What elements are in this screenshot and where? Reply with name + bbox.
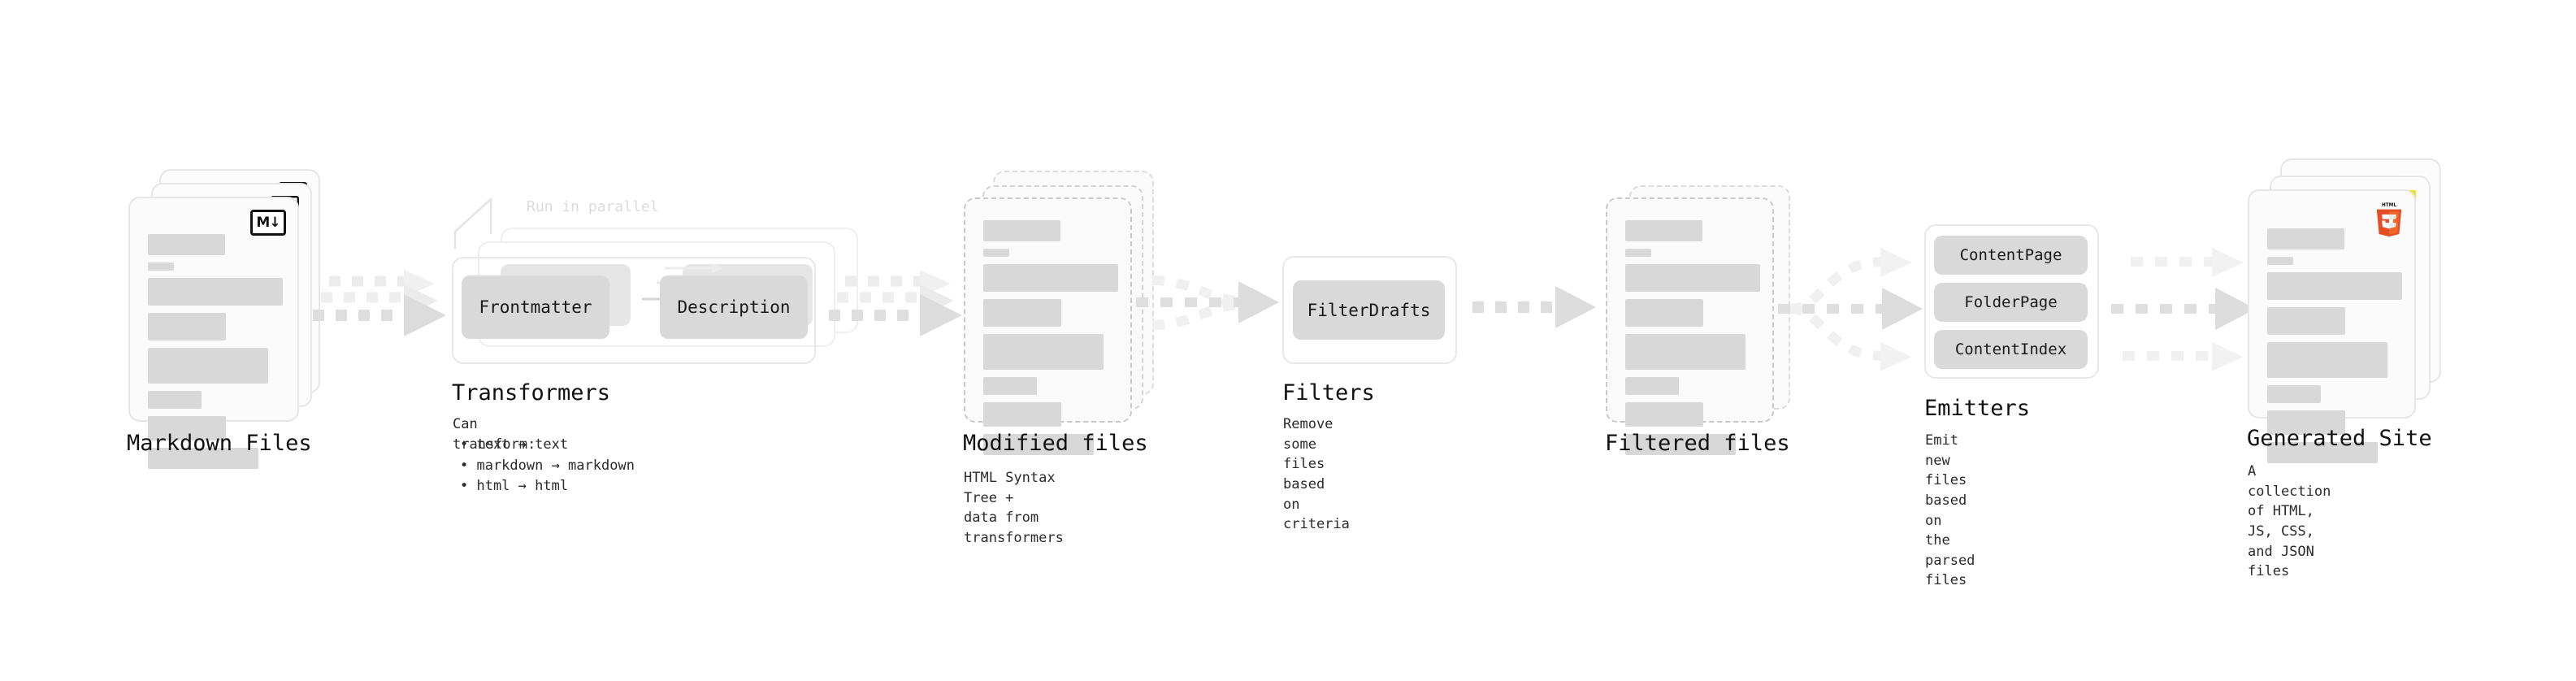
card-placeholder-lines <box>148 234 283 476</box>
html5-badge-icon: HTML <box>2376 203 2402 237</box>
stage-title-markdown-files: Markdown Files <box>127 431 312 456</box>
transformers-subtitle: Can transform: <box>453 416 536 453</box>
run-in-parallel-leader-line <box>453 197 492 249</box>
connector-modified-to-filters <box>1136 275 1279 330</box>
stage-title-filtered-files: Filtered files <box>1605 431 1790 456</box>
connector-filters-to-filtered <box>1472 286 1596 328</box>
markdown-badge-icon: M↓ <box>250 210 286 236</box>
stage-title-modified-files: Modified files <box>963 431 1148 456</box>
site-card-front: HTML <box>2248 189 2416 463</box>
transformer-panel-front[interactable] <box>452 257 816 364</box>
emitters-subtitle: Emit new files based on the parsed files <box>1925 432 1975 589</box>
stage-title-emitters: Emitters <box>1924 396 2031 421</box>
filters-subtitle: Remove some files based on criteria <box>1283 416 1350 533</box>
svg-text:HTML: HTML <box>2382 203 2396 208</box>
emitter-pill-contentpage[interactable]: ContentPage <box>1934 236 2088 275</box>
modified-card-front <box>964 197 1132 455</box>
filtered-card-front <box>1606 197 1774 455</box>
bullet-item: • html → html <box>460 478 569 494</box>
markdown-card-front: M↓ <box>128 197 299 469</box>
emitter-pill-contentindex[interactable]: ContentIndex <box>1934 330 2088 369</box>
transformers-bullet-list: • text → text • markdown → markdown • ht… <box>460 435 635 497</box>
card-placeholder-lines <box>1625 220 1760 462</box>
stage-title-generated-site: Generated Site <box>2247 426 2432 451</box>
filter-pill-filterdrafts[interactable]: FilterDrafts <box>1293 280 1445 340</box>
card-placeholder-lines <box>2267 228 2402 471</box>
generated-site-subtitle: A collection of HTML, JS, CSS, and JSON … <box>2248 463 2331 580</box>
emitter-pill-folderpage[interactable]: FolderPage <box>1934 283 2088 322</box>
transformer-pill-frontmatter[interactable]: Frontmatter <box>462 275 609 339</box>
stage-title-transformers: Transformers <box>452 380 611 406</box>
card-placeholder-lines <box>983 220 1118 462</box>
connector-filtered-to-emitters <box>1778 248 1923 371</box>
connector-transformers-to-modified <box>829 270 962 336</box>
bullet-item: • markdown → markdown <box>460 457 635 474</box>
stage-title-filters: Filters <box>1282 380 1375 406</box>
bullet-item: • text → text <box>460 436 569 453</box>
transformer-pill-description[interactable]: Description <box>660 275 808 339</box>
connector-emitters-to-site <box>2111 248 2256 371</box>
run-in-parallel-label: Run in parallel <box>527 198 659 215</box>
connector-md-to-transformers <box>313 270 446 336</box>
modified-files-subtitle: HTML Syntax Tree + data from transformer… <box>964 470 1064 546</box>
